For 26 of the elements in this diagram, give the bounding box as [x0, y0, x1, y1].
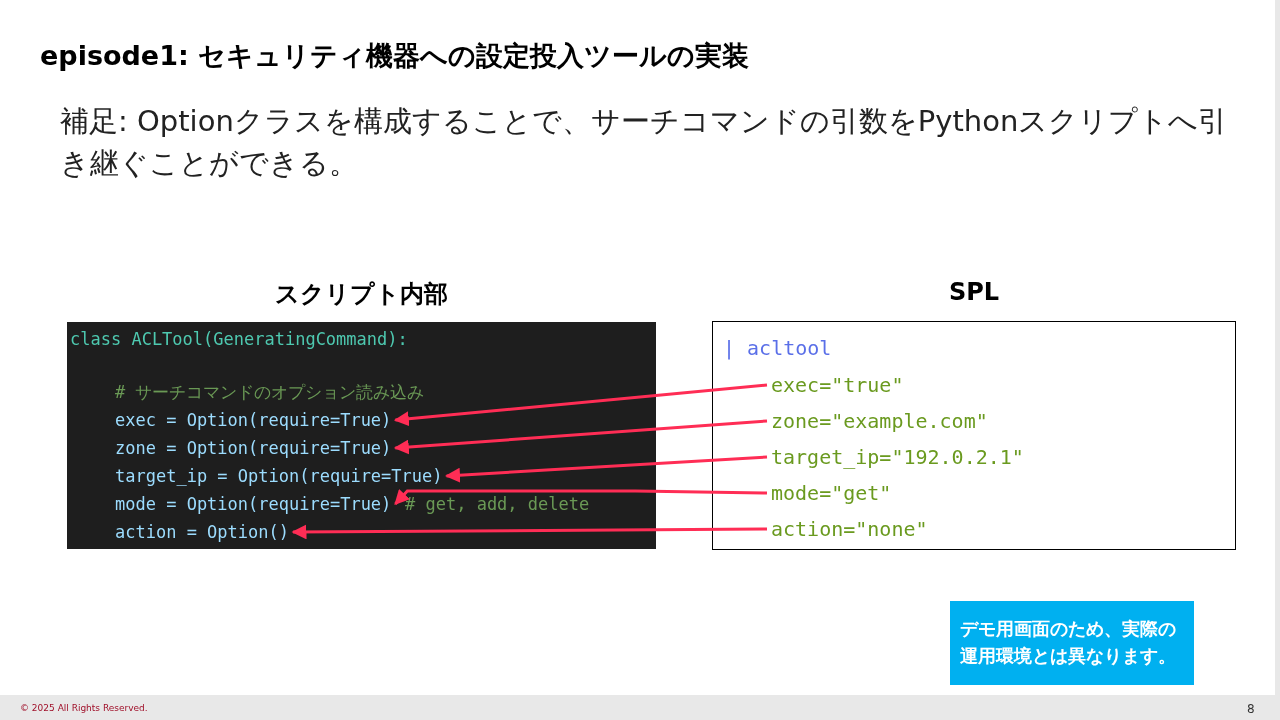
copyright-text: © 2025 All Rights Reserved.	[20, 703, 148, 713]
code-comment: # get, add, delete	[405, 493, 590, 515]
note-box: デモ用画面のため、実際の運用環境とは異なります。	[950, 601, 1194, 685]
parameter-line: mode="get"	[771, 480, 892, 506]
page-number: 8	[1247, 702, 1255, 716]
parameter-line: action="none"	[771, 516, 928, 542]
code-line: action = Option()	[115, 521, 289, 543]
parameter-line: zone="example.com"	[771, 408, 988, 434]
arrow	[291, 524, 767, 540]
code-line: class ACLTool(GeneratingCommand):	[70, 328, 408, 350]
code-comment: # サーチコマンドのオプション読み込み	[115, 381, 425, 403]
arrow	[393, 383, 768, 427]
parameter-line: exec="true"	[771, 372, 904, 398]
command-line: | acltool	[723, 337, 832, 359]
panel-heading: SPL	[947, 278, 1001, 306]
arrow	[445, 455, 768, 483]
panel-heading: スクリプト内部	[274, 279, 449, 310]
parameter-line: target_ip="192.0.2.1"	[771, 444, 1024, 470]
code-line: target_ip = Option(require=True)	[115, 465, 443, 487]
code-line: zone = Option(require=True)	[115, 437, 392, 459]
note-text: 補足: Optionクラスを構成することで、サーチコマンドの引数をPythonスクリプトへ引き継ぐことができる。	[60, 103, 1229, 182]
arrow	[394, 489, 768, 506]
code-line: mode = Option(require=True)	[115, 493, 392, 515]
arrow	[393, 419, 768, 455]
code-line: exec = Option(require=True)	[115, 409, 392, 431]
slide-title: episode1: セキュリティ機器への設定投入ツールの実装	[40, 39, 750, 73]
